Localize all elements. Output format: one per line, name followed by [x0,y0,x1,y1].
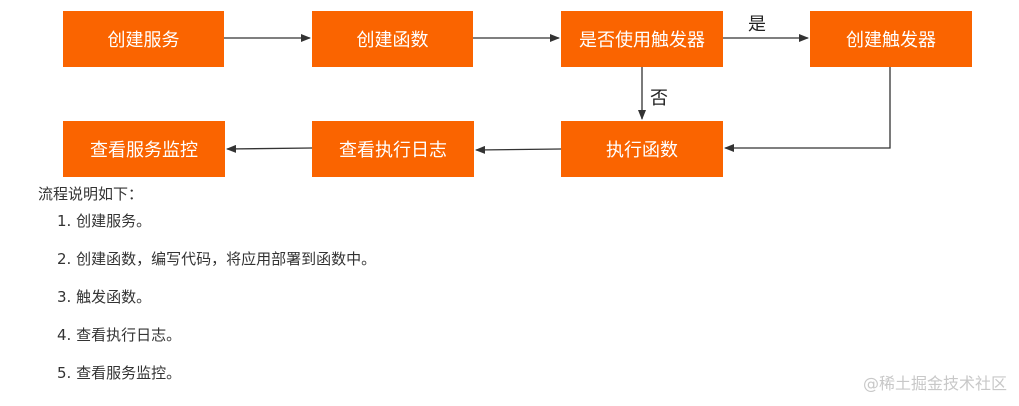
process-description-heading: 流程说明如下： [38,185,144,203]
step-item: 3. 触发函数。 [57,288,152,306]
step-item: 1. 创建服务。 [57,212,152,230]
node-execute-function: 执行函数 [561,121,723,177]
arrow-logs-to-monitoring [226,144,313,153]
node-view-logs: 查看执行日志 [312,121,474,177]
step-item: 4. 查看执行日志。 [57,326,182,344]
process-steps-list: 1. 创建服务。 2. 创建函数，编写代码，将应用部署到函数中。 3. 触发函数… [57,211,376,401]
step-item: 2. 创建函数，编写代码，将应用部署到函数中。 [57,250,377,268]
arrow-execute-to-logs [475,145,562,154]
node-create-service: 创建服务 [63,11,224,67]
node-use-trigger-decision: 是否使用触发器 [561,11,723,67]
edge-label-yes: 是 [748,14,766,35]
step-item: 5. 查看服务监控。 [57,364,182,382]
arrow-trigger-to-execute [724,67,891,152]
node-create-function: 创建函数 [312,11,473,67]
node-create-trigger: 创建触发器 [810,11,972,67]
node-view-monitoring: 查看服务监控 [63,121,225,177]
edge-label-no: 否 [650,88,668,109]
watermark: @稀土掘金技术社区 [862,374,1007,393]
